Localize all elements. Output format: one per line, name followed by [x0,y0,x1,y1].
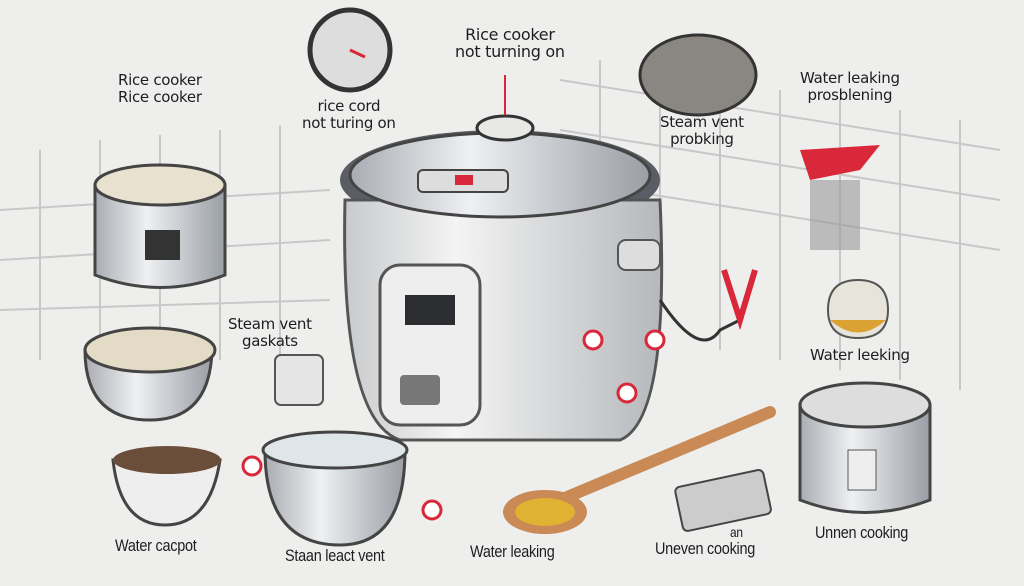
food-bowl [111,446,222,527]
red-markers [241,329,666,521]
pot-with-rice [83,326,217,422]
water-pot [261,430,409,547]
food-tray [674,469,772,532]
wall-device [800,145,880,250]
glass-cup [274,354,324,406]
oil-jar [826,278,890,340]
label-water-cacpot: Water cacpot [115,536,197,555]
small-cooker-top-left [93,163,227,289]
label-unnen-cooking: Unnen cooking [815,523,909,542]
label-staan-leact-vent: Staan leact vent [285,546,385,565]
small-cooker-right [798,381,932,514]
gauge-dial [307,7,393,93]
label-an: an [730,524,743,540]
wooden-spoon [503,406,776,534]
parts-image [638,33,758,117]
label-uneven-cooking: Uneven cooking [655,539,756,558]
main-rice-cooker [340,75,758,442]
label-water-leaking-bottom: Water leaking [470,542,555,561]
label-water-leeking: Water leeking [810,346,910,364]
